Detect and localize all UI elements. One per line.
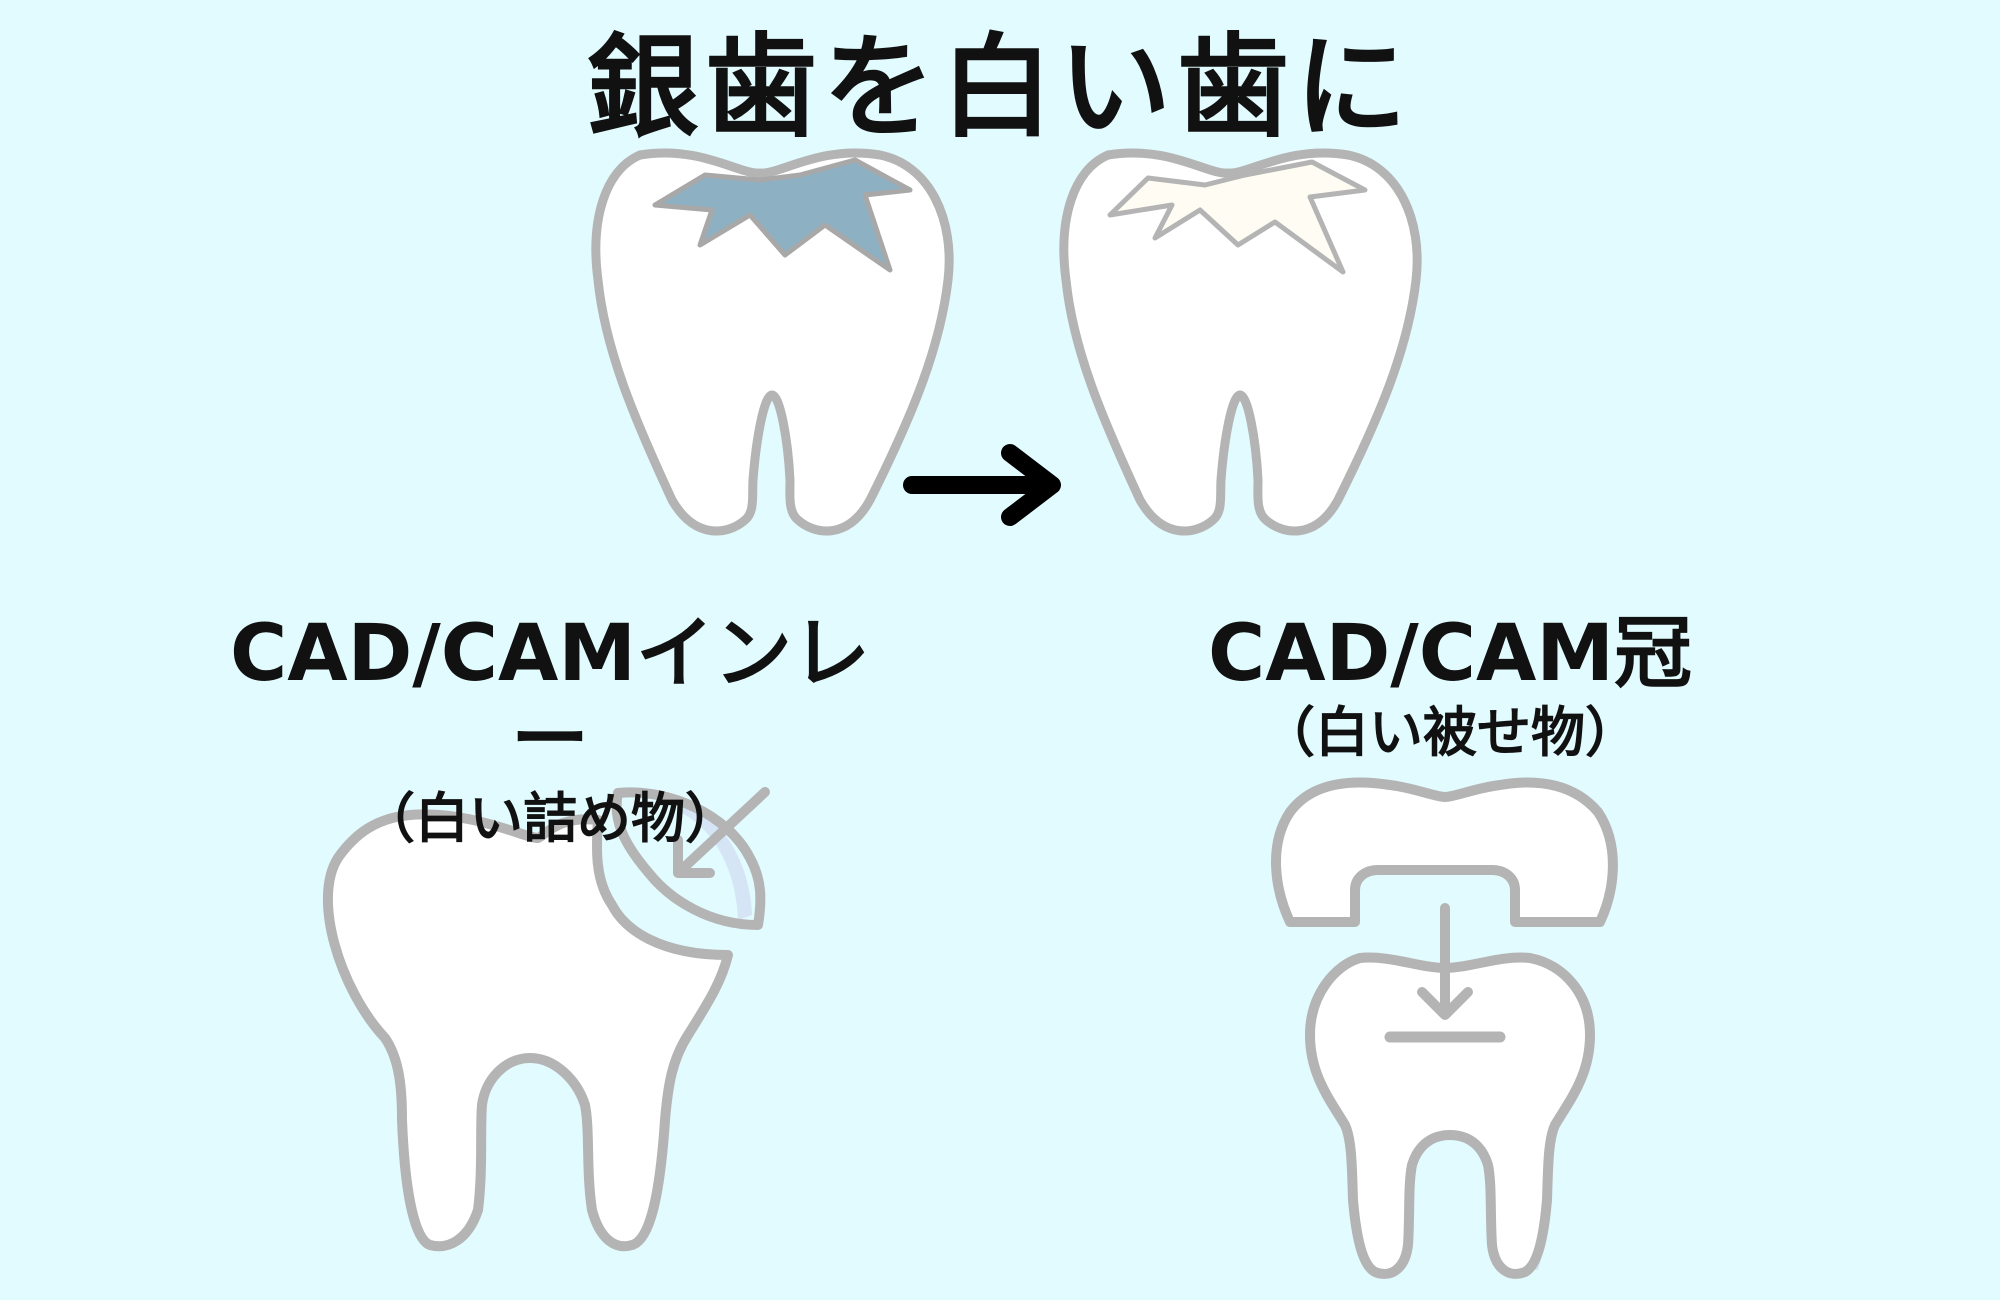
inlay-description: （白い詰め物） xyxy=(361,786,739,850)
tooth-with-white-filling-icon xyxy=(1059,148,1422,536)
crown-description: （白い被せ物） xyxy=(1261,700,1639,764)
crown-name: CAD/CAM冠 xyxy=(1207,609,1693,699)
crown-cap-outline xyxy=(1271,777,1618,927)
inlay-tooth-outline xyxy=(322,809,733,1252)
inlay-label: CAD/CAMインレー （白い詰め物） xyxy=(200,609,900,850)
inlay-piece-highlight xyxy=(680,805,752,920)
crown-down-arrow-icon xyxy=(1417,903,1473,1020)
crown-label: CAD/CAM冠 （白い被せ物） xyxy=(1200,609,1700,764)
insert-arrow-icon xyxy=(673,787,770,878)
silver-filling xyxy=(652,157,913,273)
page-title: 銀歯を白い歯に xyxy=(587,23,1413,153)
inlay-piece-outline xyxy=(611,787,766,930)
tooth-with-silver-filling-icon xyxy=(591,148,954,536)
arrow-right-icon xyxy=(903,444,1061,526)
inlay-name: CAD/CAMインレー xyxy=(229,609,871,785)
crown-tooth-outline xyxy=(1305,952,1595,1279)
tooth-crown-icon xyxy=(1271,777,1618,1279)
white-filling xyxy=(1107,159,1368,275)
tooth-inlay-icon xyxy=(322,787,770,1252)
